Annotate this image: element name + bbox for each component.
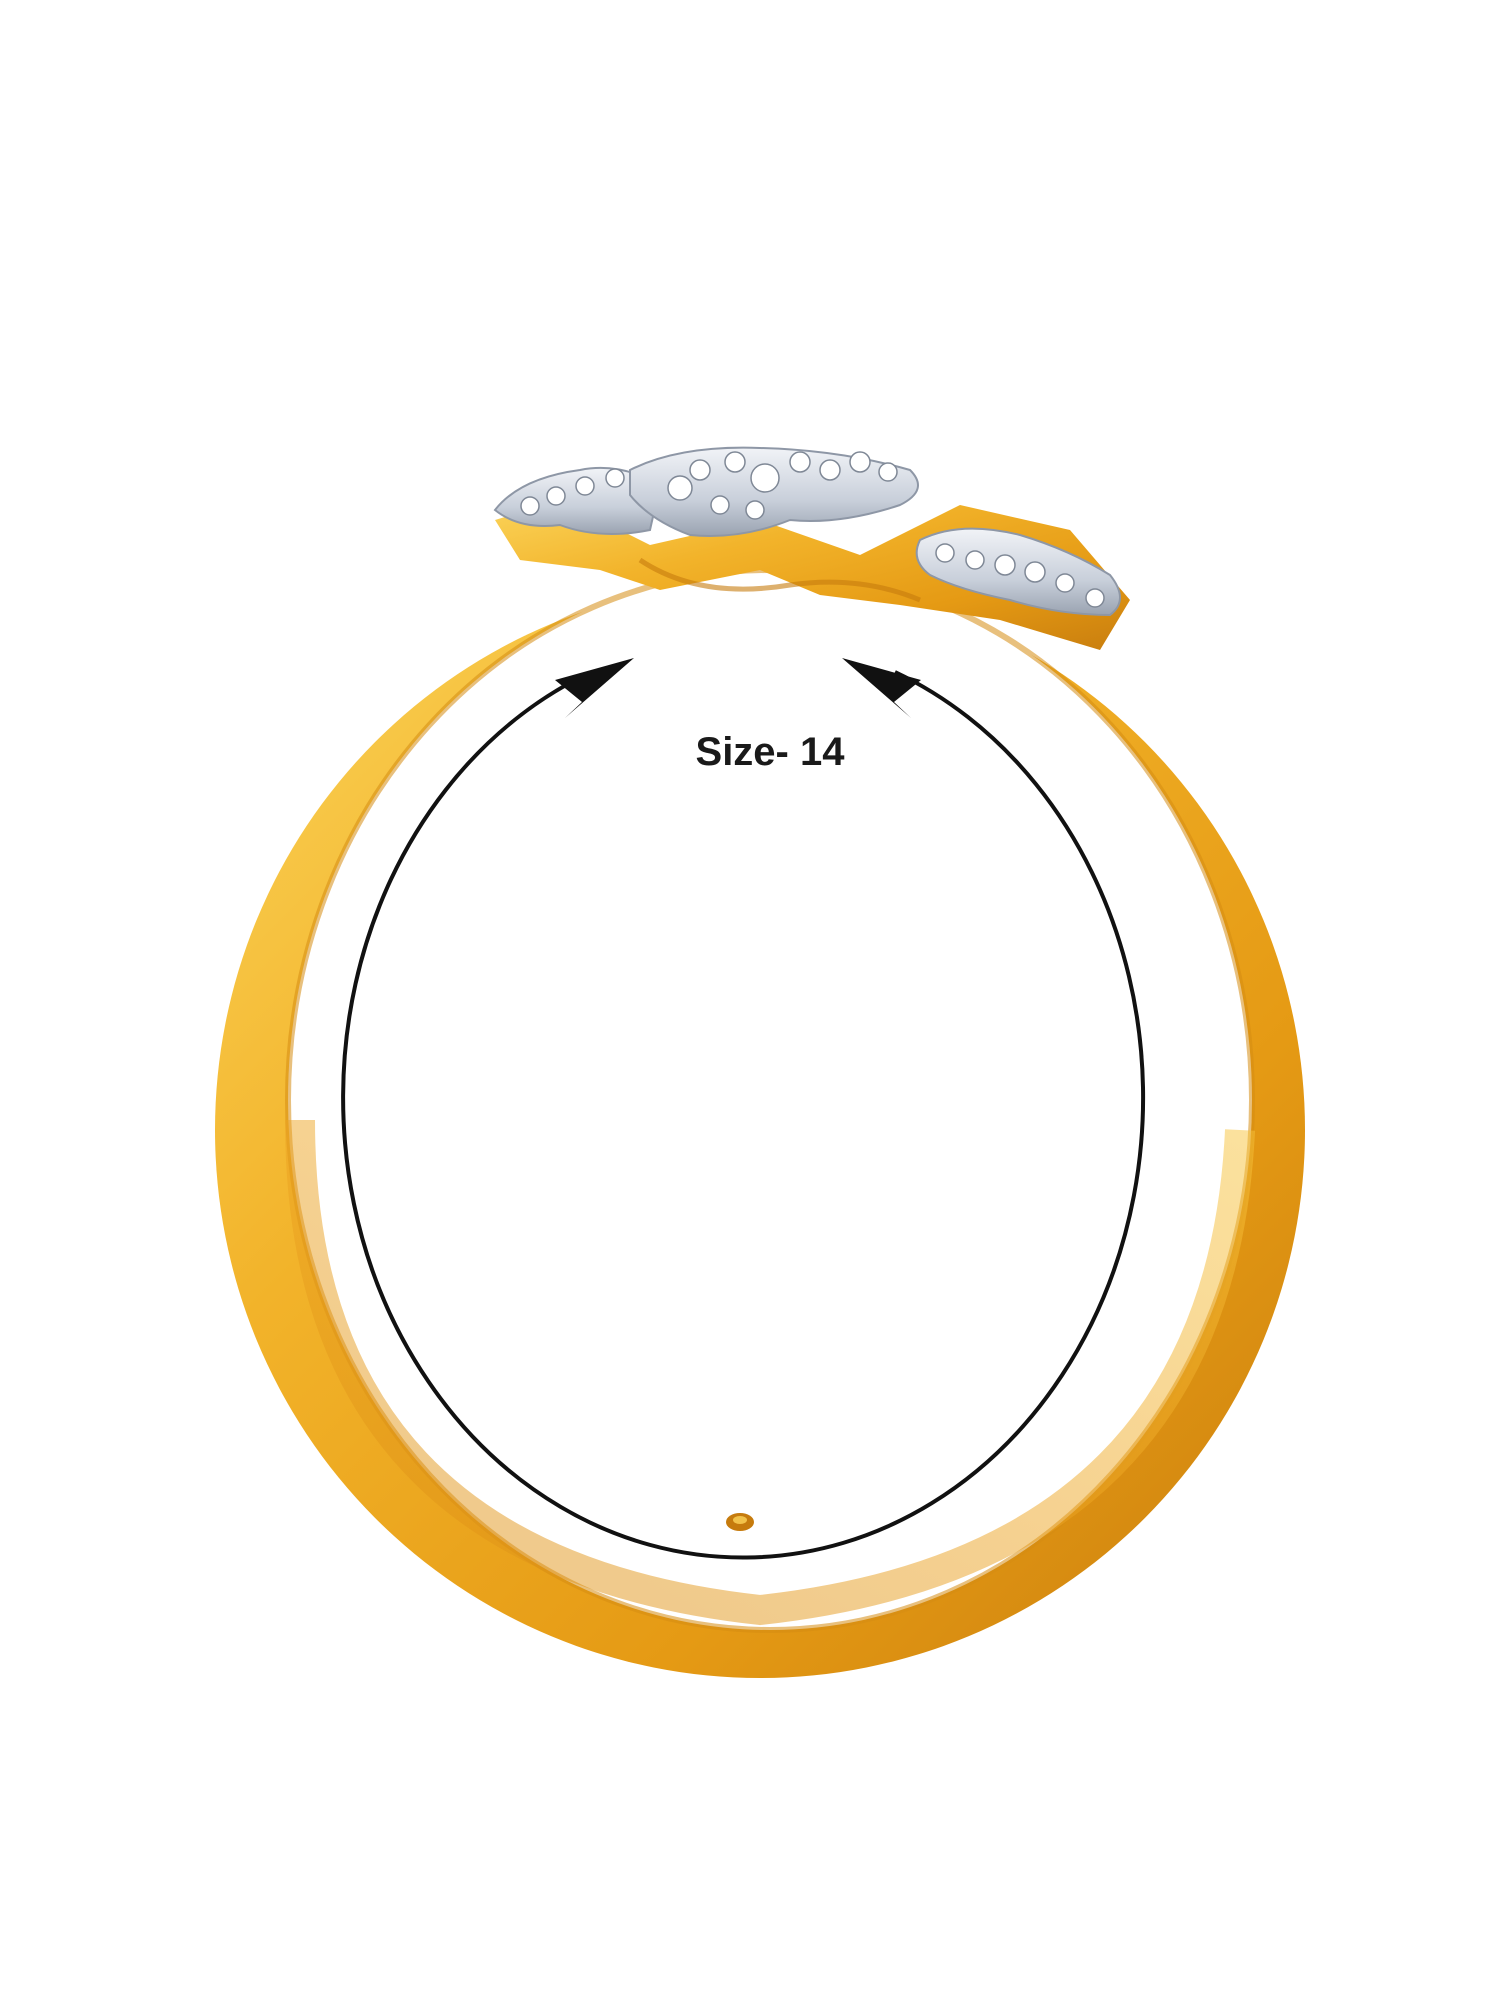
ring-head (493, 446, 1130, 650)
ring-size-label: Size- 14 (695, 730, 845, 774)
size-indicator (341, 658, 1146, 1560)
ring-band (215, 567, 1305, 1678)
diamond-stones (520, 451, 1105, 608)
size-arc-line (341, 670, 1146, 1560)
right-arrow-head (842, 658, 921, 718)
left-arrow-head (555, 658, 634, 718)
